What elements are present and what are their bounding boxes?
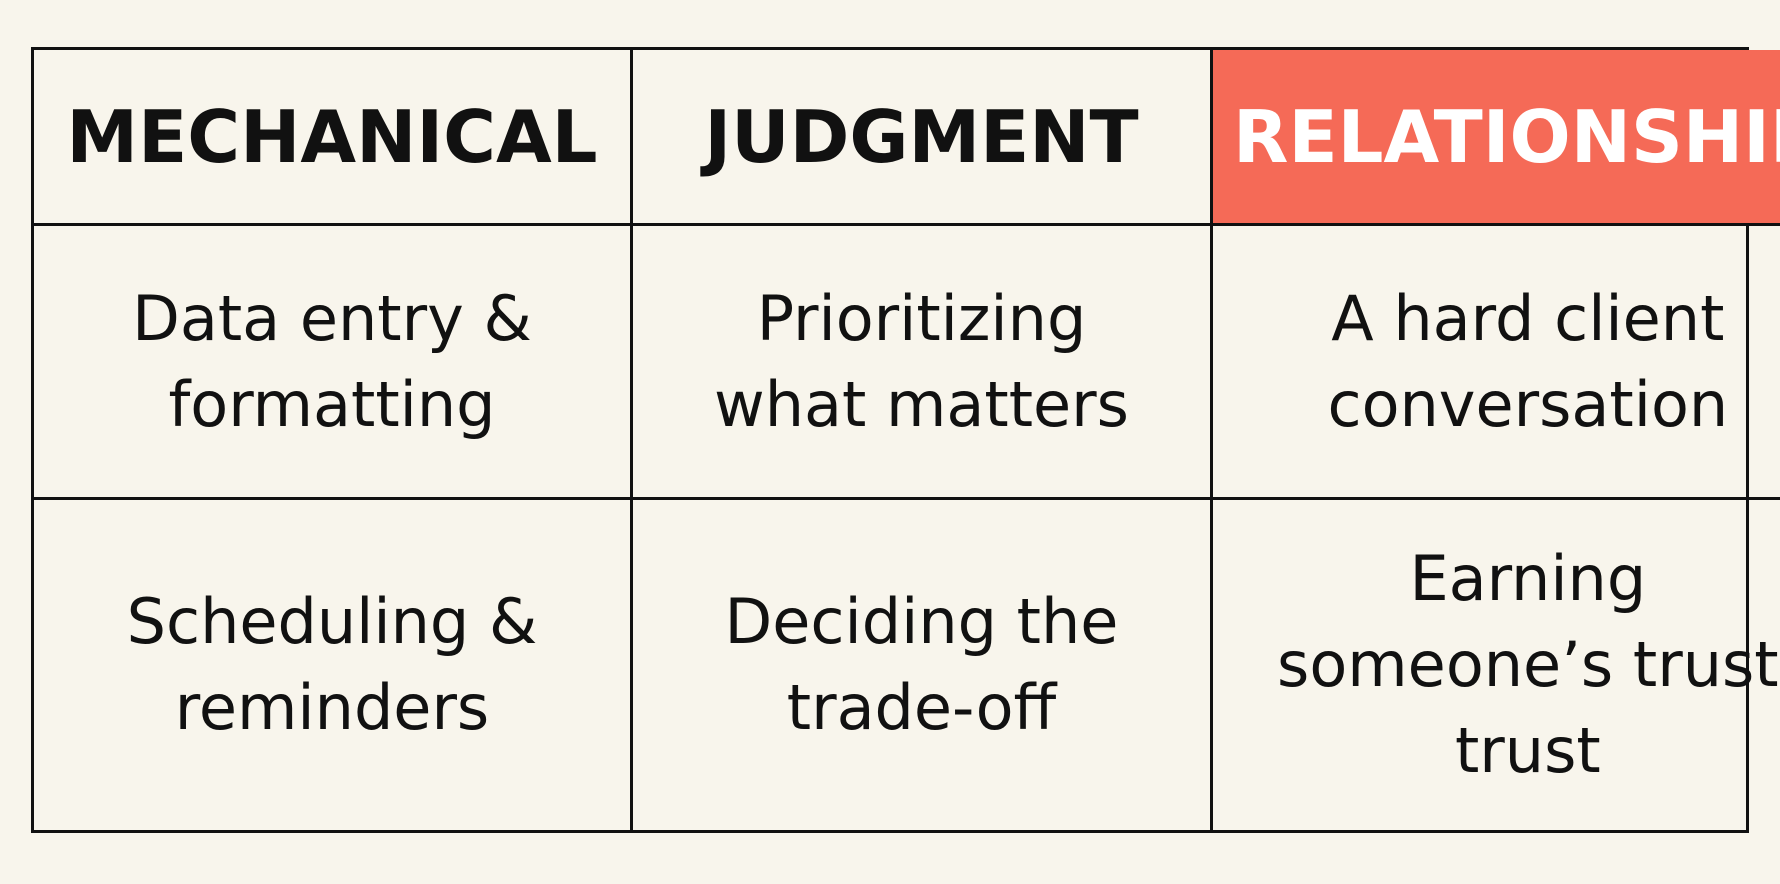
cell-line: trust <box>1454 714 1601 787</box>
cell-mechanical-row2: Scheduling & reminders <box>34 500 633 830</box>
cell-line: A hard client <box>1331 281 1725 355</box>
cell-line: someone’s trust <box>1277 628 1779 701</box>
cell-line: what matters <box>714 367 1129 441</box>
cell-relationship-row1: A hard client conversation <box>1213 226 1780 500</box>
header-relationship: RELATIONSHIP <box>1213 50 1780 226</box>
task-category-table: MECHANICAL JUDGMENT RELATIONSHIP Data en… <box>31 47 1780 833</box>
cell-line: conversation <box>1327 367 1729 441</box>
cell-line: Scheduling & <box>126 585 538 658</box>
cell-judgment-row2: Deciding the trade-off <box>633 500 1213 830</box>
cell-judgment-row1: Prioritizing what matters <box>633 226 1213 500</box>
cell-mechanical-row1: Data entry & formatting <box>34 226 633 500</box>
cell-line: trade-off <box>786 671 1057 744</box>
cell-line: Data entry & <box>132 281 532 355</box>
cell-line: Deciding the <box>724 585 1119 658</box>
header-mechanical: MECHANICAL <box>34 50 633 226</box>
cell-line: reminders <box>174 671 490 744</box>
cell-line: formatting <box>168 367 496 441</box>
cell-line: Earning <box>1409 542 1647 615</box>
cell-line: Prioritizing <box>756 281 1087 355</box>
header-judgment: JUDGMENT <box>633 50 1213 226</box>
cell-relationship-row2: Earning someone’s trust trust <box>1213 500 1780 830</box>
